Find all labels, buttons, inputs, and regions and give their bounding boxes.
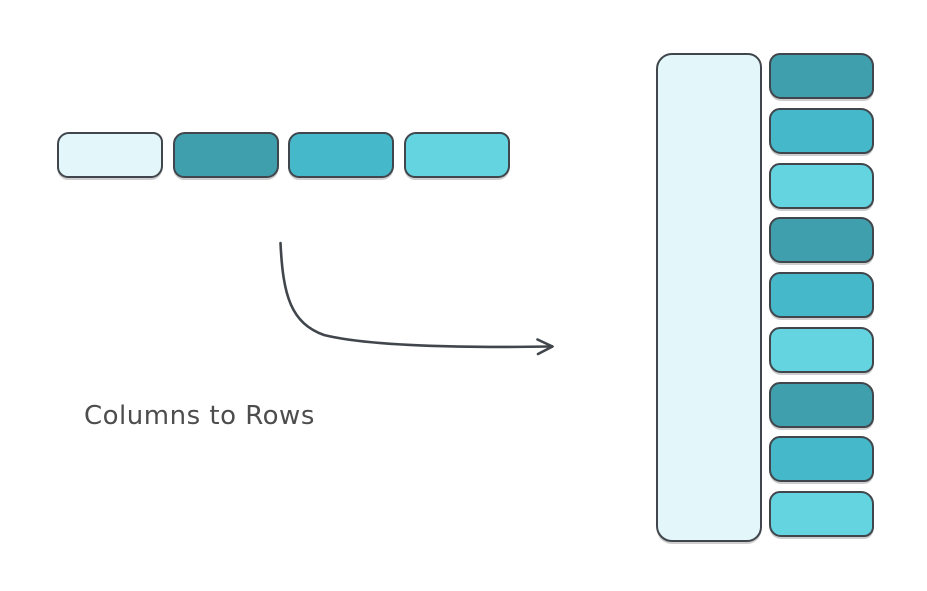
source-cell-dark <box>172 132 279 178</box>
result-cell-7 <box>769 381 874 428</box>
arrow-head <box>536 338 554 356</box>
result-column <box>769 53 875 543</box>
result-cell-1 <box>769 53 874 99</box>
source-row <box>57 132 513 180</box>
result-cell-5 <box>769 272 874 318</box>
result-tall-cell <box>656 53 762 542</box>
result-cell-4 <box>769 217 874 264</box>
result-cell-9 <box>769 491 874 537</box>
source-cell-lightest <box>57 132 163 178</box>
source-cell-light <box>403 132 510 178</box>
source-cell-medium <box>288 132 394 178</box>
diagram-label: Columns to Rows <box>84 401 315 431</box>
result-cell-6 <box>769 326 874 373</box>
result-cell-2 <box>769 107 874 154</box>
result-cell-3 <box>769 162 874 209</box>
arrow-shaft <box>279 241 553 349</box>
result-cell-8 <box>769 436 874 483</box>
